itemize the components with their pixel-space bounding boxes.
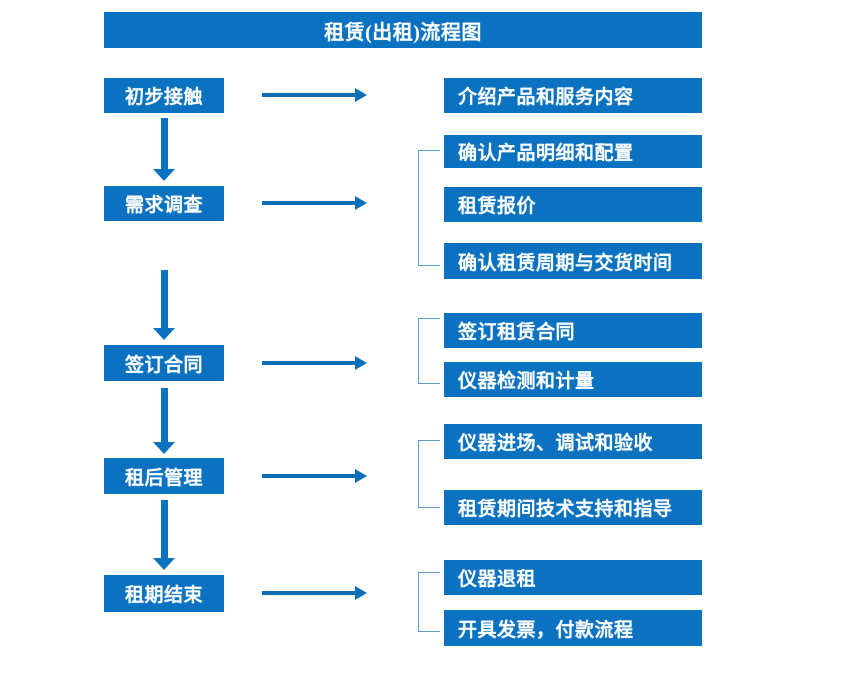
arrow-shaft (262, 201, 355, 205)
group-bracket-4 (418, 572, 440, 632)
detail-box-5[interactable]: 签订租赁合同 (444, 313, 702, 348)
detail-box-3[interactable]: 租赁报价 (444, 187, 702, 222)
detail-label-4: 确认租赁周期与交货时间 (458, 252, 673, 274)
detail-box-8[interactable]: 租赁期间技术支持和指导 (444, 490, 702, 525)
arrow-head (355, 196, 367, 210)
detail-label-1: 介绍产品和服务内容 (458, 87, 634, 108)
vertical-arrow-1 (153, 118, 175, 181)
stage-label-2: 需求调查 (124, 195, 203, 216)
arrow-head (153, 328, 175, 340)
detail-label-8: 租赁期间技术支持和指导 (458, 499, 673, 520)
arrow-shaft (160, 500, 168, 558)
horizontal-arrow-4 (262, 469, 367, 483)
group-bracket-1 (418, 150, 440, 266)
stage-box-4[interactable]: 租后管理 (104, 458, 224, 494)
arrow-head (355, 88, 367, 102)
detail-label-6: 仪器检测和计量 (458, 371, 595, 392)
stage-box-2[interactable]: 需求调查 (104, 186, 224, 221)
arrow-shaft (160, 118, 168, 169)
vertical-arrow-2 (153, 270, 175, 340)
detail-box-10[interactable]: 开具发票，付款流程 (444, 610, 702, 646)
detail-label-3: 租赁报价 (458, 196, 537, 217)
horizontal-arrow-2 (262, 196, 367, 210)
detail-box-9[interactable]: 仪器退租 (444, 560, 702, 595)
group-bracket-2 (418, 318, 440, 384)
stage-label-3: 签订合同 (124, 354, 203, 376)
detail-label-7: 仪器进场、调试和验收 (458, 433, 654, 454)
detail-label-10: 开具发票，付款流程 (458, 619, 634, 641)
stage-label-4: 租后管理 (124, 467, 203, 489)
detail-box-6[interactable]: 仪器检测和计量 (444, 362, 702, 397)
detail-label-9: 仪器退租 (458, 569, 537, 590)
stage-label-5: 租期结束 (124, 585, 203, 606)
stage-box-1[interactable]: 初步接触 (104, 78, 224, 113)
horizontal-arrow-3 (262, 356, 367, 370)
group-bracket-3 (418, 440, 440, 508)
page-title: 租赁(出租)流程图 (324, 21, 482, 44)
arrow-shaft (262, 361, 355, 365)
stage-label-1: 初步接触 (124, 87, 203, 108)
detail-label-2: 确认产品明细和配置 (458, 143, 634, 164)
vertical-arrow-4 (153, 500, 175, 570)
arrow-shaft (160, 388, 168, 442)
arrow-head (355, 469, 367, 483)
stage-box-3[interactable]: 签订合同 (104, 345, 224, 381)
horizontal-arrow-1 (262, 88, 367, 102)
detail-box-1[interactable]: 介绍产品和服务内容 (444, 78, 702, 113)
arrow-head (153, 442, 175, 454)
arrow-head (355, 356, 367, 370)
stage-box-5[interactable]: 租期结束 (104, 575, 224, 612)
detail-box-2[interactable]: 确认产品明细和配置 (444, 135, 702, 168)
arrow-shaft (262, 591, 355, 595)
detail-label-5: 签订租赁合同 (458, 322, 576, 343)
horizontal-arrow-5 (262, 586, 367, 600)
arrow-head (355, 586, 367, 600)
arrow-head (153, 169, 175, 181)
detail-box-7[interactable]: 仪器进场、调试和验收 (444, 424, 702, 459)
arrow-shaft (160, 270, 168, 328)
arrow-shaft (262, 474, 355, 478)
arrow-shaft (262, 93, 355, 97)
diagram-title-banner: 租赁(出租)流程图 (104, 12, 702, 48)
vertical-arrow-3 (153, 388, 175, 454)
detail-box-4[interactable]: 确认租赁周期与交货时间 (444, 243, 702, 279)
arrow-head (153, 558, 175, 570)
